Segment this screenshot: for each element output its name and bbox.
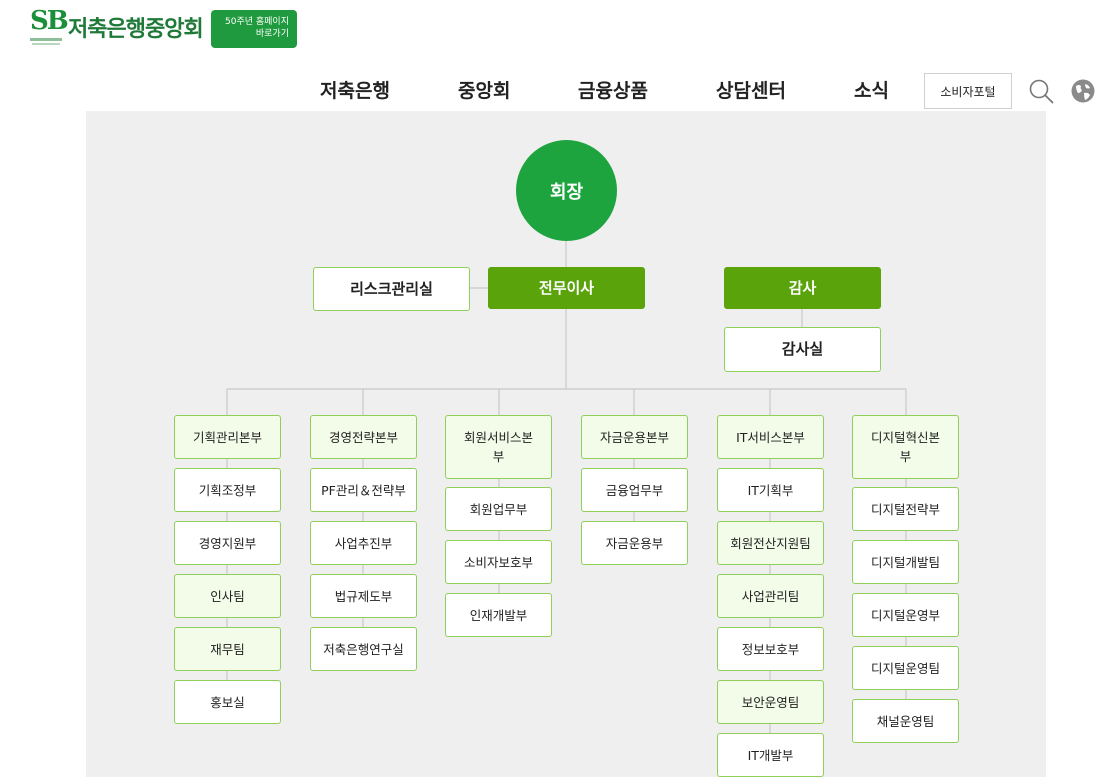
auditor: 감사: [724, 267, 881, 309]
unit-it-4: 정보보호부: [717, 627, 824, 671]
anniversary-site-button[interactable]: 50주년 홈페이지 바로가기: [211, 10, 297, 48]
nav-association[interactable]: 중앙회: [458, 81, 511, 102]
anniversary-line-2: 바로가기: [255, 29, 289, 39]
unit-it-6: IT개발부: [717, 733, 824, 777]
unit-planning-2: 경영지원부: [174, 521, 281, 565]
search-icon[interactable]: [1028, 78, 1054, 104]
unit-planning-4: 재무팀: [174, 627, 281, 671]
executive-director: 전무이사: [488, 267, 645, 309]
unit-funds-2: 자금운용부: [581, 521, 688, 565]
audit-office: 감사실: [724, 327, 881, 372]
unit-it-5: 보안운영팀: [717, 680, 824, 724]
unit-member-service-2: 소비자보호부: [445, 540, 552, 584]
unit-digital-2: 디지털개발팀: [852, 540, 959, 584]
unit-it-2: 회원전산지원팀: [717, 521, 824, 565]
unit-planning-1: 기획조정부: [174, 468, 281, 512]
nav-news[interactable]: 소식: [854, 81, 889, 102]
division-head-it-service: IT서비스본부: [717, 415, 824, 459]
unit-digital-3: 디지털운영부: [852, 593, 959, 637]
unit-strategy-4: 저축은행연구실: [310, 627, 417, 671]
unit-it-1: IT기획부: [717, 468, 824, 512]
unit-planning-5: 홍보실: [174, 680, 281, 724]
sb-logo-icon: SB: [30, 6, 69, 48]
division-head-digital-innovation: 디지털혁신본 부: [852, 415, 959, 479]
consumer-portal-button[interactable]: 소비자포털: [924, 73, 1012, 109]
nav-savings-banks[interactable]: 저축은행: [320, 81, 390, 102]
unit-it-3: 사업관리팀: [717, 574, 824, 618]
unit-digital-4: 디지털운영팀: [852, 646, 959, 690]
division-head-planning: 기획관리본부: [174, 415, 281, 459]
unit-digital-5: 채널운영팀: [852, 699, 959, 743]
nav-financial-products[interactable]: 금융상품: [578, 81, 648, 102]
division-head-funds: 자금운용본부: [581, 415, 688, 459]
logo-name: 저축은행중앙회: [68, 16, 204, 41]
site-logo[interactable]: SB 저축은행중앙회: [30, 6, 204, 48]
risk-management-office: 리스크관리실: [313, 267, 470, 311]
anniversary-line-1: 50주년 홈페이지: [225, 17, 289, 27]
unit-member-service-1: 회원업무부: [445, 487, 552, 531]
ceo-node: 회장: [516, 140, 617, 241]
globe-icon[interactable]: [1070, 78, 1096, 104]
unit-digital-1: 디지털전략부: [852, 487, 959, 531]
division-head-strategy: 경영전략본부: [310, 415, 417, 459]
unit-strategy-3: 법규제도부: [310, 574, 417, 618]
nav-consulting-center[interactable]: 상담센터: [716, 81, 786, 102]
unit-member-service-3: 인재개발부: [445, 593, 552, 637]
unit-strategy-2: 사업추진부: [310, 521, 417, 565]
org-chart: 회장 리스크관리실 전무이사 감사 감사실 기획관리본부 기획조정부 경영지원부…: [86, 111, 1046, 777]
division-head-member-service: 회원서비스본 부: [445, 415, 552, 479]
unit-funds-1: 금융업무부: [581, 468, 688, 512]
unit-strategy-1: PF관리＆전략부: [310, 468, 417, 512]
unit-planning-3: 인사팀: [174, 574, 281, 618]
